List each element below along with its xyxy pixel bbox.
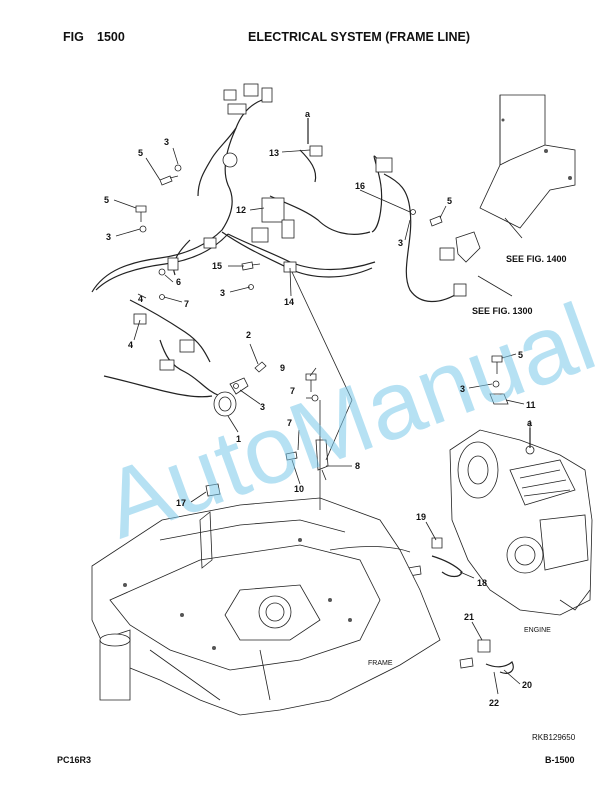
- see-fig-1400: SEE FIG. 1400: [506, 254, 567, 264]
- fig-label: FIG: [63, 30, 84, 44]
- callout-7: 7: [287, 418, 292, 428]
- callout-19: 19: [416, 512, 426, 522]
- engine-label: ENGINE: [524, 627, 551, 634]
- callout-3: 3: [164, 137, 169, 147]
- callout-5: 5: [138, 148, 143, 158]
- callout-13: 13: [269, 148, 279, 158]
- callout-5: 5: [104, 195, 109, 205]
- callout-3: 3: [220, 288, 225, 298]
- callout-4: 4: [138, 294, 143, 304]
- callout-5: 5: [447, 196, 452, 206]
- callout-11: 11: [526, 400, 536, 410]
- hardware: [135, 164, 509, 669]
- detail-a-engine: a: [527, 418, 533, 428]
- callout-16: 16: [355, 181, 365, 191]
- callout-5: 5: [518, 350, 523, 360]
- callout-8: 8: [355, 461, 360, 471]
- page-number: B-1500: [545, 755, 575, 765]
- model-code: PC16R3: [57, 755, 92, 765]
- fig-number: 1500: [97, 30, 125, 44]
- horn: [213, 377, 249, 417]
- engine: [449, 420, 593, 616]
- callout-7: 7: [184, 299, 189, 309]
- mounting-bracket: [479, 94, 576, 229]
- callouts: 1 2 3 3 3 3 3 3 4 4 5 5 5 5 6 7 7 7 8 9 …: [104, 137, 536, 708]
- callout-17: 17: [176, 498, 186, 508]
- callout-22: 22: [489, 698, 499, 708]
- harness-connectors: [133, 83, 481, 371]
- callout-4: 4: [128, 340, 133, 350]
- detail-a-top: a: [305, 109, 311, 119]
- callout-3: 3: [460, 384, 465, 394]
- callout-3: 3: [106, 232, 111, 242]
- see-fig-1300: SEE FIG. 1300: [472, 306, 533, 316]
- machine-frame: [91, 497, 441, 716]
- callout-1: 1: [236, 434, 241, 444]
- callout-6: 6: [176, 277, 181, 287]
- wiring-harness: [91, 99, 461, 398]
- callout-10: 10: [294, 484, 304, 494]
- callout-7: 7: [290, 386, 295, 396]
- leader-lines: [113, 118, 531, 695]
- frame-label: FRAME: [368, 660, 393, 667]
- callout-14: 14: [284, 297, 294, 307]
- page-title: ELECTRICAL SYSTEM (FRAME LINE): [248, 30, 470, 44]
- callout-15: 15: [212, 261, 222, 271]
- callout-21: 21: [464, 612, 474, 622]
- callout-2: 2: [246, 330, 251, 340]
- callout-18: 18: [477, 578, 487, 588]
- callout-3: 3: [398, 238, 403, 248]
- callout-9: 9: [280, 363, 285, 373]
- callout-12: 12: [236, 205, 246, 215]
- callout-20: 20: [522, 680, 532, 690]
- drawing-code: RKB129650: [532, 733, 576, 742]
- callout-3: 3: [260, 402, 265, 412]
